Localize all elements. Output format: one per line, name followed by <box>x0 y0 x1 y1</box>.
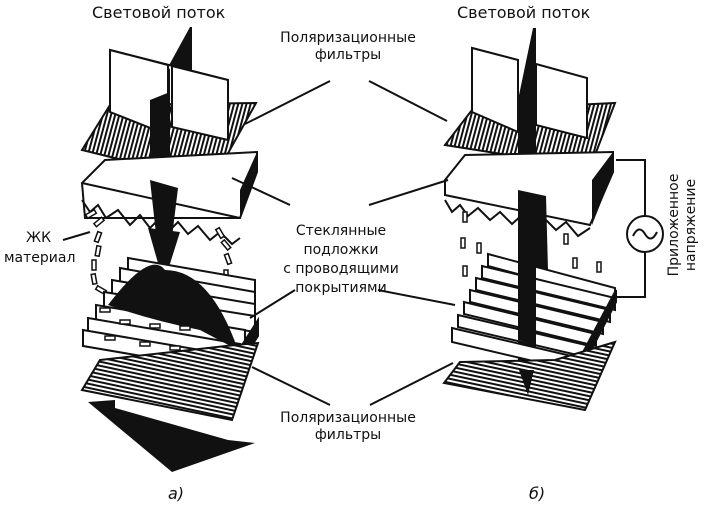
bottom-polarizers-label-line2: фильтры <box>314 427 382 443</box>
glass-label-line2: подложки <box>303 242 379 258</box>
output-arrow-a <box>88 400 255 472</box>
bottom-polarizer-a <box>80 341 260 422</box>
lc-material-label: ЖК материал <box>0 228 80 268</box>
lc-label-line2: материал <box>4 250 76 266</box>
lc-molecules-b <box>460 211 602 277</box>
bottom-polarizers-label-line1: Поляризационные <box>280 410 416 426</box>
panel-b <box>442 28 664 412</box>
lc-label-line1: ЖК <box>26 230 52 246</box>
bottom-polarizers-label: Поляризационные фильтры <box>273 410 423 444</box>
glass-substrates-label: Стеклянные подложки с проводящими покрыт… <box>266 222 416 298</box>
top-polarizers-label-line2: фильтры <box>314 47 382 63</box>
twisted-light-a <box>108 264 238 350</box>
voltage-label-line2: напряжение <box>683 178 699 272</box>
top-polarizers-label-line1: Поляризационные <box>280 30 416 46</box>
panel-a <box>80 27 260 472</box>
top-polarizers-label: Поляризационные фильтры <box>273 30 423 64</box>
caption-b: б) <box>529 484 546 503</box>
light-flux-label-b: Световой поток <box>457 3 591 22</box>
applied-voltage-label: Приложенное напряжение <box>666 160 700 290</box>
voltage-label-line1: Приложенное <box>666 173 682 277</box>
caption-a: а) <box>168 484 185 503</box>
glass-label-line4: покрытиями <box>295 280 387 296</box>
light-flux-label-a: Световой поток <box>92 3 226 22</box>
circuit-wire <box>616 159 646 215</box>
glass-label-line1: Стеклянные <box>295 223 387 239</box>
leader-lines <box>62 80 456 406</box>
glass-label-line3: с проводящими <box>283 261 399 277</box>
